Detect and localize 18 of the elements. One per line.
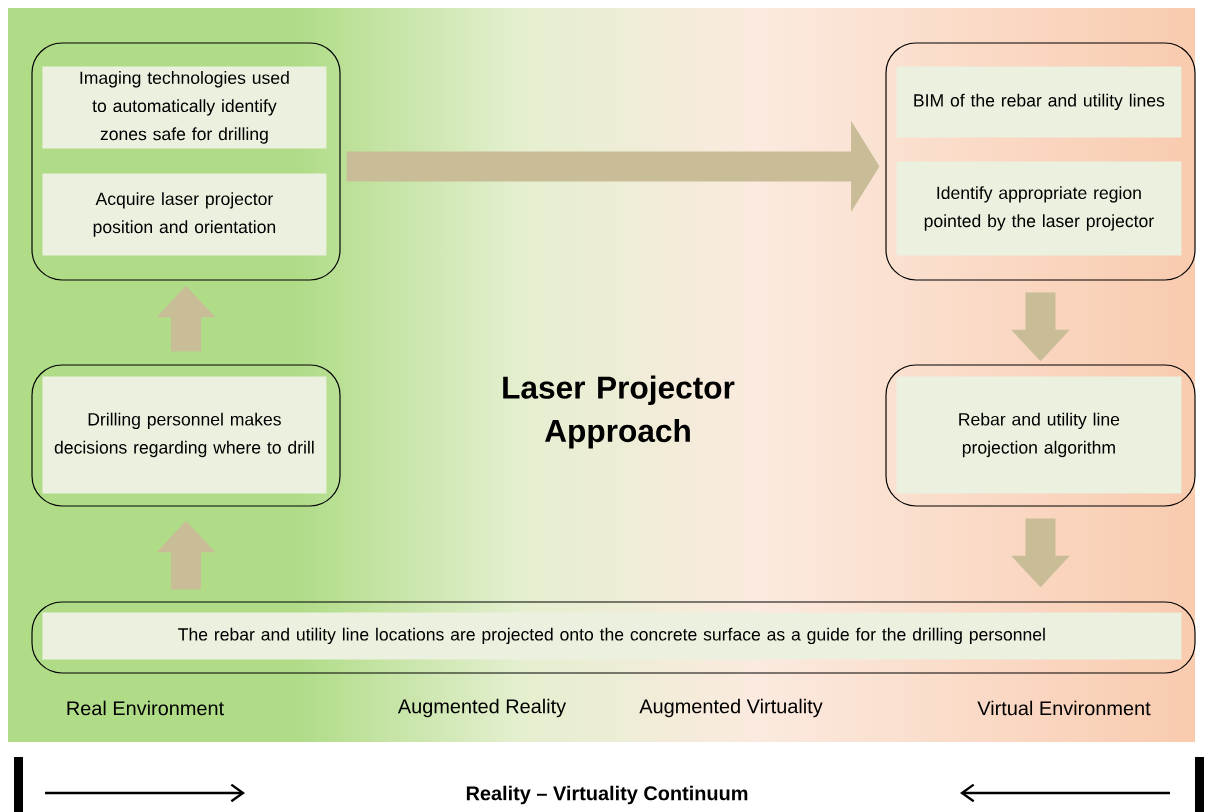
text-box: Acquire laser projector position and orientation [42, 173, 327, 256]
axis-label: Real Environment [67, 700, 224, 716]
text-box: Rebar and utility line projection algorithm [896, 376, 1182, 494]
axis-label: Virtual Environment [977, 700, 1151, 716]
rounded-box [31, 601, 1196, 674]
title: Laser Projector Approach [503, 375, 735, 449]
rounded-box [31, 364, 341, 507]
axis-label: Reality – Virtuality Continuum [466, 785, 748, 805]
text-box: The rebar and utility line locations are projected onto the concrete surface as a guide for the drilling personnel [42, 612, 1182, 660]
axis-label: Augmented Virtuality [639, 698, 823, 718]
text-box: Identify appropriate region pointed by the laser projector [896, 161, 1182, 256]
text-box: BIM of the rebar and utility lines [896, 66, 1182, 138]
axis-label: Augmented Reality [397, 698, 567, 718]
text-box: Imaging technologies used to automatically identify zones safe for drilling [42, 66, 327, 149]
rounded-box [31, 42, 341, 281]
rounded-box [885, 42, 1196, 281]
rounded-box [885, 364, 1196, 507]
text-box: Drilling personnel makes decisions regarding where to drill [42, 376, 327, 494]
